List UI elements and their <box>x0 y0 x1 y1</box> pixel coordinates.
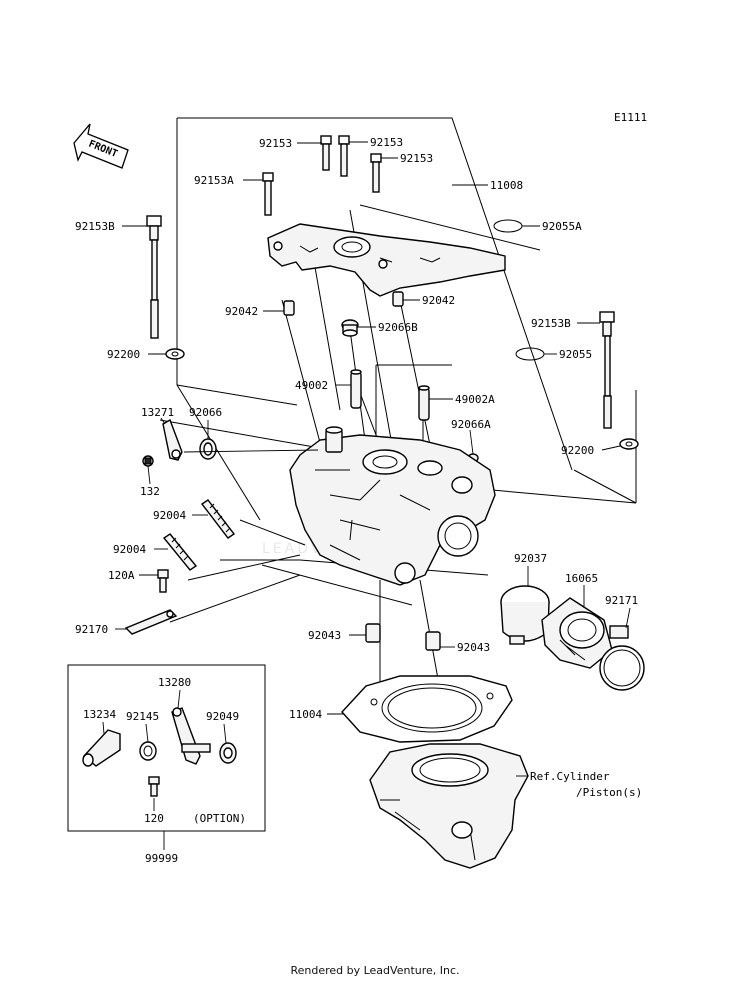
seal-92049 <box>219 742 237 764</box>
lever-13280 <box>171 707 211 765</box>
label-49002A: 49002A <box>455 393 495 406</box>
bolt-120A <box>157 569 169 593</box>
label-92055A: 92055A <box>542 220 582 233</box>
seal-92066B <box>341 319 359 337</box>
label-120: 120 <box>144 812 164 825</box>
label-92066B: 92066B <box>378 321 418 334</box>
sensor-13234 <box>82 729 121 767</box>
lever-13271 <box>162 418 183 461</box>
label-92153-c: 92153 <box>400 152 433 165</box>
label-92171: 92171 <box>605 594 638 607</box>
clamp-92037 <box>500 585 550 645</box>
label-92153-b: 92153 <box>370 136 403 149</box>
label-92066: 92066 <box>189 406 222 419</box>
label-13234: 13234 <box>83 708 116 721</box>
cylinder-head-cover <box>267 223 506 297</box>
label-92004-b: 92004 <box>113 543 146 556</box>
bolt-92153A <box>262 172 274 216</box>
label-11008: 11008 <box>490 179 523 192</box>
bolt-92153-a <box>320 135 332 171</box>
label-13271: 13271 <box>141 406 174 419</box>
option-box <box>67 664 266 832</box>
label-132: 132 <box>140 485 160 498</box>
label-92153B-left: 92153B <box>75 220 115 233</box>
cylinder-ref <box>369 743 529 869</box>
cylinder-head <box>289 426 496 586</box>
clamp-92171 <box>599 625 645 691</box>
label-92049: 92049 <box>206 710 239 723</box>
label-92200-right: 92200 <box>561 444 594 457</box>
stud-92004-b <box>162 533 198 571</box>
label-92042-left: 92042 <box>225 305 258 318</box>
gasket-11004 <box>341 675 513 743</box>
bolt-92153-b <box>338 135 350 177</box>
oring-92055A <box>493 219 523 233</box>
footer-credit: Rendered by LeadVenture, Inc. <box>290 964 460 977</box>
stud-92004-a <box>200 499 236 539</box>
dowel-92042-right <box>392 291 404 307</box>
washer-92200-right <box>619 438 639 450</box>
label-120A: 120A <box>108 569 135 582</box>
leader-lines <box>102 141 631 850</box>
label-92153A: 92153A <box>194 174 234 187</box>
reference-frame <box>159 117 637 691</box>
spring-92145 <box>139 741 157 761</box>
label-92145: 92145 <box>126 710 159 723</box>
label-92043-right: 92043 <box>457 641 490 654</box>
label-11004: 11004 <box>289 708 322 721</box>
oring-92055 <box>515 347 545 361</box>
long-bolt-left <box>146 215 162 339</box>
bolt-120 <box>148 776 160 797</box>
label-16065: 16065 <box>565 572 598 585</box>
part-labels: 92153 92153 92153 92153A 11008 92153B 92… <box>75 136 642 865</box>
dowel-92043-left <box>365 623 381 643</box>
label-92004-a: 92004 <box>153 509 186 522</box>
label-ref-cylinder-line1: Ref.Cylinder <box>530 770 610 783</box>
label-ref-cylinder-line2: /Piston(s) <box>576 786 642 799</box>
label-92170: 92170 <box>75 623 108 636</box>
label-92055: 92055 <box>559 348 592 361</box>
label-92066A: 92066A <box>451 418 491 431</box>
seal-92066 <box>199 438 217 460</box>
holder-16065 <box>541 597 613 669</box>
guide-49002 <box>350 369 362 409</box>
diagram-code: E1111 <box>614 111 647 124</box>
label-option: (OPTION) <box>193 812 246 825</box>
label-92153-a: 92153 <box>259 137 292 150</box>
washer-92200-left <box>165 348 185 360</box>
long-bolt-right <box>599 311 615 429</box>
bracket-92170 <box>124 609 178 635</box>
dowel-92042-left <box>283 300 295 316</box>
label-49002: 49002 <box>295 379 328 392</box>
bolt-92153-c <box>370 153 382 193</box>
front-arrow-icon: FRONT <box>73 123 129 169</box>
guide-49002A <box>418 385 430 421</box>
dowel-92043-right <box>425 631 441 651</box>
bolt-132 <box>142 455 154 467</box>
label-92042-right: 92042 <box>422 294 455 307</box>
label-92043-left: 92043 <box>308 629 341 642</box>
label-92153B-right: 92153B <box>531 317 571 330</box>
label-92200-left: 92200 <box>107 348 140 361</box>
label-13280: 13280 <box>158 676 191 689</box>
label-92037: 92037 <box>514 552 547 565</box>
label-99999: 99999 <box>145 852 178 865</box>
